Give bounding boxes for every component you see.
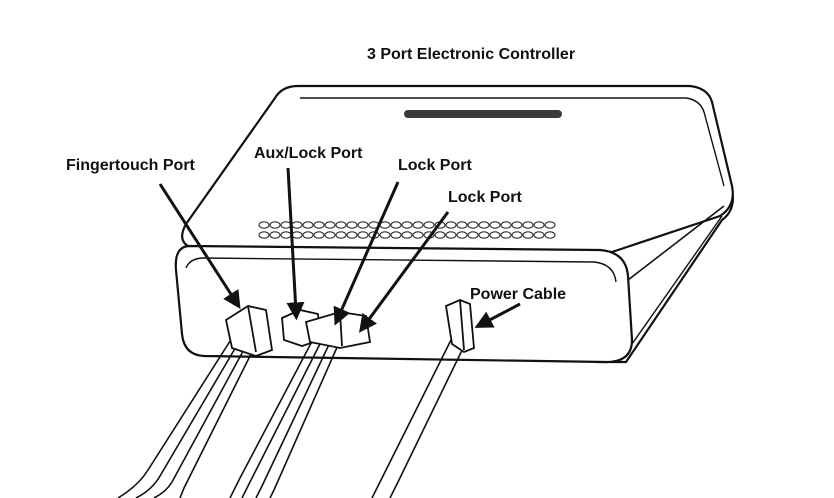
vent-hole: [280, 221, 292, 229]
label-power-cable: Power Cable: [470, 286, 567, 303]
vent-hole: [445, 231, 457, 239]
vent-hole: [500, 231, 512, 239]
vent-hole: [269, 231, 281, 239]
vent-hole: [390, 221, 402, 229]
vent-hole: [335, 231, 347, 239]
arrow-pointer-icon: [158, 167, 521, 333]
arrow-lock-2: [359, 211, 450, 333]
vent-hole: [258, 231, 270, 239]
top-slot: [404, 110, 562, 118]
vent-hole: [291, 221, 303, 229]
vent-hole: [313, 221, 325, 229]
vent-hole: [335, 221, 347, 229]
vent-hole: [357, 231, 369, 239]
label-lock-port-2: Lock Port: [448, 189, 522, 206]
arrow-power-cable: [474, 302, 521, 328]
vent-hole: [324, 231, 336, 239]
vent-hole: [357, 221, 369, 229]
vent-hole: [412, 221, 424, 229]
label-aux-lock-port: Aux/Lock Port: [254, 145, 363, 162]
vent-hole: [302, 231, 314, 239]
vent-hole: [533, 221, 545, 229]
vent-hole: [401, 221, 413, 229]
vent-hole: [445, 221, 457, 229]
label-fingertouch-port: Fingertouch Port: [66, 157, 195, 174]
port-connector-icon: [224, 299, 475, 357]
vent-hole: [522, 231, 534, 239]
label-lock-port-1: Lock Port: [398, 157, 472, 174]
diagram-title: 3 Port Electronic Controller: [367, 46, 576, 63]
vent-hole: [511, 221, 523, 229]
fingertouch-cable: [117, 337, 257, 498]
vent-hole: [489, 231, 501, 239]
vent-hole: [423, 221, 435, 229]
lock-cable: [229, 329, 343, 498]
vent-hole: [346, 221, 358, 229]
vent-hole: [544, 221, 556, 229]
vent-hole: [544, 231, 556, 239]
vent-hole: [478, 221, 490, 229]
vent-hole: [412, 231, 424, 239]
arrow-aux-lock: [286, 167, 305, 321]
vent-hole: [511, 231, 523, 239]
vent-hole: [467, 221, 479, 229]
controller-box-icon: [174, 84, 734, 364]
vent-hole: [346, 231, 358, 239]
vent-hole: [522, 221, 534, 229]
power-cable-line: [371, 337, 467, 498]
vent-hole: [291, 231, 303, 239]
vent-hole: [390, 231, 402, 239]
vent-hole: [467, 231, 479, 239]
vent-hole: [269, 221, 281, 229]
vent-hole: [478, 231, 490, 239]
arrow-lock-1: [333, 181, 400, 326]
arrow-fingertouch: [158, 183, 241, 310]
vent-hole: [302, 221, 314, 229]
vent-hole: [379, 231, 391, 239]
vent-hole: [456, 231, 468, 239]
vent-hole: [434, 231, 446, 239]
vent-hole: [401, 231, 413, 239]
vent-hole: [500, 221, 512, 229]
vent-hole: [456, 221, 468, 229]
vent-hole: [313, 231, 325, 239]
vent-hole: [533, 231, 545, 239]
vent-hole: [280, 231, 292, 239]
vent-hole: [324, 221, 336, 229]
vent-hole: [258, 221, 270, 229]
vent-hole: [489, 221, 501, 229]
